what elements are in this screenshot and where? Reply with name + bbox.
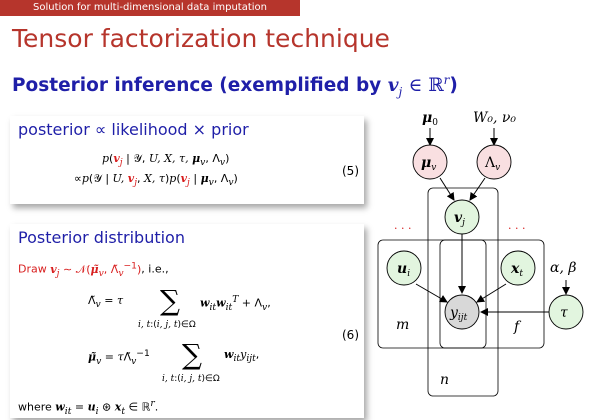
node-tau [548, 294, 584, 330]
node-y-ijt [444, 294, 480, 330]
svg-text:W₀, ν₀: W₀, ν₀ [473, 110, 516, 126]
dots-right: · · · [508, 222, 525, 235]
svg-text:xt: xt [510, 261, 523, 279]
svg-text:m: m [396, 317, 409, 333]
svg-text:α, β: α, β [550, 260, 576, 276]
svg-text:ui: ui [397, 261, 410, 279]
node-u-i [386, 250, 422, 286]
svg-text:n: n [440, 372, 449, 388]
dots-left: · · · [394, 222, 411, 235]
equation-number-6: (6) [342, 328, 359, 342]
sum-index-2: i, t:(i, j, t)∈Ω [162, 374, 220, 384]
section-title: Solution for multi-dimensional data impu… [0, 0, 300, 16]
svg-text:f: f [513, 319, 522, 335]
sum-symbol-2: ∑ [182, 338, 202, 371]
plate-n [427, 187, 499, 397]
where-statement: where wit = ui ⊛ xt ∈ ℝr. [18, 398, 159, 417]
posterior-heading: posterior ∝ likelihood × prior [18, 120, 249, 139]
posterior-box: posterior ∝ likelihood × prior p(vj | 𝒴,… [10, 116, 364, 204]
svg-text:yijt: yijt [449, 305, 468, 323]
plate-m [377, 239, 487, 349]
svg-text:μ0: μ0 [422, 110, 438, 128]
svg-text:Λv: Λv [484, 155, 500, 173]
svg-text:τ: τ [560, 305, 568, 321]
svg-text:vj: vj [454, 210, 465, 228]
sum-symbol-1: ∑ [160, 284, 180, 317]
mu-equation: μ̃v = τΛ̃v−1 [88, 348, 150, 367]
node-x-t [500, 250, 536, 286]
lambda-equation: Λ̃v = τ [88, 294, 124, 311]
node-lambda-v [476, 144, 512, 180]
plate-f [439, 239, 545, 349]
posterior-equation-line2: ∝p(𝒴 | U, vj, X, τ)p(vj | μv, Λv) [74, 172, 238, 189]
node-mu-v [412, 144, 448, 180]
svg-text:μv: μv [421, 155, 436, 173]
header-bar: Solution for multi-dimensional data impu… [0, 0, 600, 16]
node-v-j [444, 199, 480, 235]
slide-subtitle: Posterior inference (exemplified by vj ∈… [12, 73, 458, 99]
posterior-equation-line1: p(vj | 𝒴, U, X, τ, μv, Λv) [102, 152, 230, 169]
draw-statement: Draw vj ∼ 𝒩(μ̃v, Λ̃v−1), i.e., [18, 260, 169, 279]
posterior-distribution-heading: Posterior distribution [18, 228, 185, 247]
slide-title: Tensor factorization technique [12, 24, 390, 53]
equation-number-5: (5) [342, 164, 359, 178]
lambda-equation-rhs: witwitT + Λv, [200, 294, 271, 313]
mu-equation-rhs: wityijt, [224, 348, 260, 365]
sum-index-1: i, t:(i, j, t)∈Ω [138, 320, 196, 330]
posterior-distribution-box: Posterior distribution Draw vj ∼ 𝒩(μ̃v, … [10, 224, 364, 418]
